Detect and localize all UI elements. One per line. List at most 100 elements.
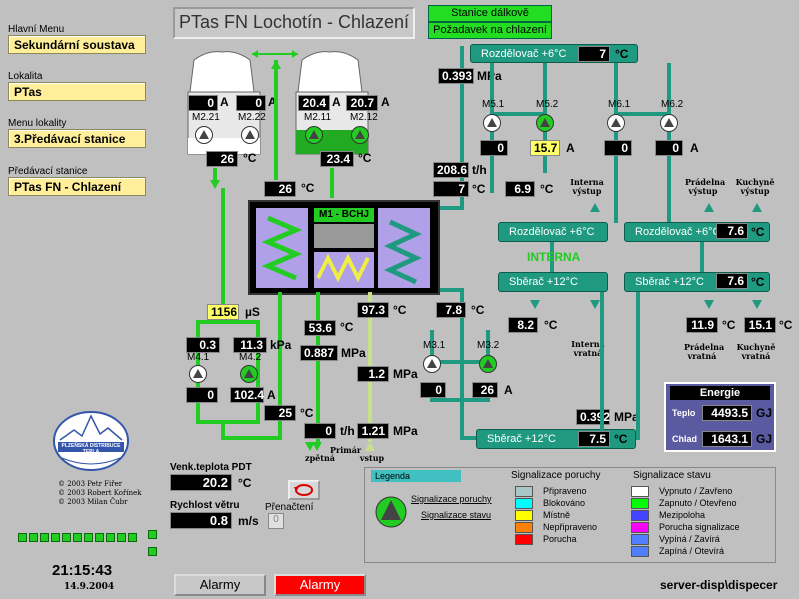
cooling-request-indicator: Požadavek na chlazení (428, 22, 552, 39)
tower-mix-temp: 26 (264, 181, 296, 197)
tower-right-temp: 23.4 (320, 151, 354, 167)
status-indicator (84, 533, 93, 542)
pipe (460, 46, 464, 210)
pipe (636, 292, 640, 440)
alarms-button[interactable]: Alarmy (174, 574, 266, 596)
remote-station-indicator: Stanice dálkově (428, 5, 552, 22)
pipe (614, 112, 671, 116)
flow-arrow-down-icon (305, 442, 315, 451)
distributor-top-label: Rozdělovač +6°C (481, 48, 567, 60)
locality-menu-select[interactable]: 3.Předávací stanice (8, 129, 146, 148)
mpa-unit: MPa (477, 69, 502, 83)
laundry-output-label: Prádelna výstup (685, 177, 726, 196)
pipe (700, 242, 704, 272)
wind-unit: m/s (238, 514, 259, 528)
collector-right-temp: 7.6 (716, 273, 748, 289)
legend-symbol-state: Signalizace stavu (421, 510, 492, 520)
amp-unit: A (566, 141, 575, 155)
legend-fault-item: Porucha (543, 534, 577, 544)
server-name: server-disp\dispecer (660, 578, 778, 592)
amp-unit: A (268, 95, 277, 109)
pipe (316, 292, 320, 442)
deg-unit: °C (544, 318, 558, 332)
mpa-unit: MPa (614, 410, 639, 424)
amp-unit: A (504, 383, 513, 397)
page-title: PTas FN Lochotín - Chlazení (173, 7, 415, 39)
energy-panel: Energie Teplo 4493.5 GJ Chlad 1643.1 GJ (664, 382, 776, 452)
distributor-right-label: Rozdělovač +6°C (635, 226, 721, 238)
deg-unit: °C (615, 47, 629, 61)
m52-current: 15.7 (530, 140, 560, 156)
pipe (221, 188, 225, 304)
station-select[interactable]: PTas FN - Chlazení (8, 177, 146, 196)
return-label: zpětná (305, 453, 335, 463)
m51-current: 0 (480, 140, 508, 156)
alarms-active-button[interactable]: Alarmy (274, 574, 366, 596)
pipe (278, 292, 282, 440)
locality-menu-label: Menu lokality (8, 118, 67, 129)
pump-m32[interactable] (479, 355, 497, 373)
pump-m31[interactable] (423, 355, 441, 373)
pump-m41[interactable] (189, 365, 207, 383)
deg-unit: °C (722, 318, 736, 332)
deg-unit: °C (301, 181, 315, 195)
interna-out-temp: 6.9 (505, 181, 535, 197)
legend-swatch (631, 546, 649, 557)
pipe (490, 112, 547, 116)
outdoor-temp-unit: °C (238, 476, 252, 490)
cool-label: Chlad (672, 434, 698, 444)
pump-m51[interactable] (483, 114, 501, 132)
pump-m62[interactable] (660, 114, 678, 132)
m62-current: 0 (655, 140, 683, 156)
legend-title: Legenda (371, 470, 461, 482)
company-logo: PLZEŇSKÁ DISTRIBUCE TEPLA (52, 410, 130, 472)
laundry-return-label: Prádelna vratná (684, 342, 725, 361)
kpa-unit: kPa (270, 338, 292, 352)
mid-temp: 7.8 (436, 302, 466, 318)
pump-m222[interactable] (241, 126, 259, 144)
legend-state-item: Vypíná / Zavírá (659, 534, 720, 544)
reload-button[interactable] (288, 480, 320, 500)
pump-m212[interactable] (351, 126, 369, 144)
distributor-top-temp: 7 (578, 46, 610, 62)
deg-unit: °C (751, 275, 765, 289)
main-menu-select[interactable]: Sekundární soustava (8, 35, 146, 54)
laundry-return-temp: 11.9 (686, 317, 718, 333)
collector-interna-label: Sběrač +12°C (509, 276, 578, 288)
legend-fault-title: Signalizace poruchy (511, 470, 601, 481)
wind-label: Rychlost větru (170, 500, 240, 511)
legend-pump-icon (375, 496, 407, 528)
deg-unit: °C (751, 225, 765, 239)
legend-swatch (631, 510, 649, 521)
locality-select[interactable]: PTas (8, 82, 146, 101)
interna-return-temp: 8.2 (508, 317, 538, 333)
logo-text: PLZEŇSKÁ DISTRIBUCE TEPLA (61, 443, 121, 455)
distributor-right: Rozdělovač +6°C (624, 222, 770, 242)
pump-m52[interactable] (536, 114, 554, 132)
pump-m61[interactable] (607, 114, 625, 132)
status-indicator (95, 533, 104, 542)
pipe (221, 436, 281, 440)
m32-current: 26 (472, 382, 498, 398)
flow-unit: t/h (340, 424, 355, 438)
flow-value: 208.6 (433, 162, 469, 178)
m211-current: 20.4 (298, 95, 330, 111)
flow-unit: t/h (472, 163, 487, 177)
deg-unit: °C (779, 318, 793, 332)
flow-arrow-up-icon (752, 203, 762, 212)
legend-swatch (631, 534, 649, 545)
clock: 21:15:43 (52, 562, 113, 579)
kitchen-output-label: Kuchyně výstup (735, 177, 775, 196)
legend-fault-item: Připraveno (543, 486, 587, 496)
top-pressure: 0.393 (438, 68, 474, 84)
main-menu-label: Hlavní Menu (8, 24, 65, 35)
legend-symbol-fault: Signalizace poruchy (411, 494, 492, 504)
coil-graphic (261, 215, 422, 285)
distributor-interna: Rozdělovač +6°C (498, 222, 608, 242)
pump-m211[interactable] (305, 126, 323, 144)
pump-m221[interactable] (195, 126, 213, 144)
distributor-right-temp: 7.6 (716, 223, 748, 239)
status-indicator (51, 533, 60, 542)
status-indicator (73, 533, 82, 542)
pump-m42[interactable] (240, 365, 258, 383)
